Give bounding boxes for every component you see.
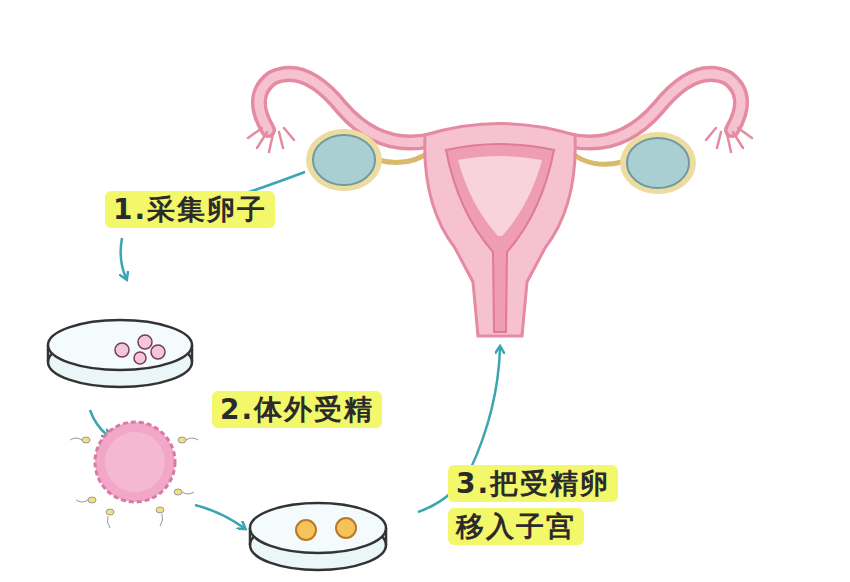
step-label: 1.采集卵子	[105, 188, 335, 231]
step-label-text: 3.把受精卵 移入子宫	[448, 465, 618, 545]
step-label: 3.把受精卵 移入子宫	[448, 462, 638, 549]
step-label: 2.体外受精	[212, 388, 442, 431]
petri-dish	[250, 503, 386, 570]
petri-dish	[48, 320, 192, 387]
flow-arrow	[90, 172, 500, 528]
uterus	[425, 124, 576, 337]
egg-with-sperm	[70, 422, 198, 528]
step-label-text: 2.体外受精	[212, 391, 382, 428]
step-label-text: 1.采集卵子	[105, 191, 275, 228]
